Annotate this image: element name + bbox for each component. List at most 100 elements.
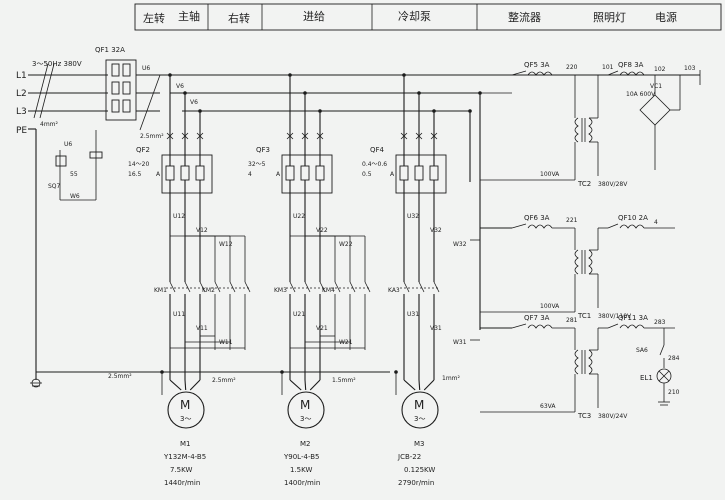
wire-v31: V31 <box>430 325 442 332</box>
wire-u12: U12 <box>173 213 185 220</box>
supply-wire-size: 4mm² <box>40 121 59 128</box>
tc-3-id: TC3 <box>577 412 591 420</box>
qf1-out-wire-size: 2.5mm² <box>140 133 164 140</box>
motor-m3-letter: M <box>414 398 424 412</box>
wire-w11: W11 <box>219 339 233 346</box>
motor-m2-id: M2 <box>300 440 311 448</box>
qf7-label: QF7 3A <box>524 314 550 322</box>
tc-1-ratio: 380V/28V <box>598 181 628 188</box>
contactor-4: KA3 <box>388 287 400 294</box>
motor-m1-model: Y132M-4-B5 <box>163 453 206 461</box>
header-lighting: 照明灯 <box>593 11 626 24</box>
motor-m2-symbol <box>287 391 325 429</box>
qf8-label: QF8 3A <box>618 61 644 69</box>
sq7-wire-u6: U6 <box>64 141 72 148</box>
lamp-el1: EL1 <box>640 374 653 382</box>
motor-m3-phase: 3～ <box>414 415 425 423</box>
wire-w12: W12 <box>219 241 233 248</box>
m1-pe-wire-size: 2.5mm² <box>212 377 236 384</box>
sq7-node-55: 55 <box>70 171 78 178</box>
header-rectifier: 整流器 <box>508 10 541 24</box>
pe-label: PE <box>16 126 27 136</box>
node-n102: 102 <box>654 66 666 73</box>
contactor-2: KM3 <box>274 287 287 294</box>
wire-w32: W32 <box>453 241 467 248</box>
motor-m1-symbol <box>167 391 205 429</box>
m2-pe-wire-size: 1.5mm² <box>332 377 356 384</box>
wire-u22: U22 <box>293 213 305 220</box>
node-n101: 101 <box>602 64 614 71</box>
qf4-unit: A <box>390 171 395 178</box>
node-284: 284 <box>668 355 680 362</box>
qf10-label: QF10 2A <box>618 214 648 222</box>
node-103: 103 <box>684 65 696 72</box>
qf1-main-breaker: QF1 32A U6 V6 V6 2.5mm² <box>95 46 700 140</box>
motor-m1-speed: 1440r/min <box>164 479 200 487</box>
header-spindle: 主轴 <box>178 9 200 23</box>
wire-w31: W31 <box>453 339 467 346</box>
wire-v6: V6 <box>176 83 184 90</box>
motor-m2-letter: M <box>300 398 310 412</box>
sq7-wire-w6: W6 <box>70 193 80 200</box>
motor-m3-id: M3 <box>414 440 425 448</box>
qf2-label: QF2 <box>136 146 150 154</box>
header-power: 电源 <box>655 10 677 24</box>
qf3-label: QF3 <box>256 146 270 154</box>
header-feed: 进给 <box>303 10 325 23</box>
node-n4: 4 <box>654 219 658 226</box>
tc-2-ratio: 380V/110V <box>598 313 632 320</box>
motor-m2-phase: 3～ <box>300 415 311 423</box>
motor-m2-model: Y90L-4-B5 <box>283 453 319 461</box>
contactor-1: KM2 <box>202 287 215 294</box>
pe-wire-size: 2.5mm² <box>108 373 132 380</box>
motor-branch-3: QF40.4～0.6A0.5U32V32W32KA3U31V31W31M3～M3… <box>362 73 467 487</box>
motor-m3-power: 0.125KW <box>404 466 435 474</box>
line-l2-label: L2 <box>16 89 27 99</box>
qf1-label: QF1 32A <box>95 46 125 54</box>
wire-u21: U21 <box>293 311 305 318</box>
qf4-range: 0.4～0.6 <box>362 161 387 168</box>
qf4-breaker-box <box>395 154 447 194</box>
node-n220: 220 <box>566 64 578 71</box>
motor-m3-speed: 2790r/min <box>398 479 434 487</box>
wire-w21: W21 <box>339 339 353 346</box>
qf3-range: 32～5 <box>248 161 266 168</box>
contactor-0: KM1 <box>154 287 167 294</box>
qf5-label: QF5 3A <box>524 61 550 69</box>
ground-symbol <box>30 372 42 388</box>
motor-m2-power: 1.5KW <box>290 466 312 474</box>
qf6-label: QF6 3A <box>524 214 550 222</box>
wire-w22: W22 <box>339 241 353 248</box>
header-coolant-pump: 冷却泵 <box>398 10 431 23</box>
line-l1-label: L1 <box>16 71 27 81</box>
qf4-label: QF4 <box>370 146 385 154</box>
sq7-label: SQ7 <box>48 183 61 190</box>
qf2-setting: 16.5 <box>128 171 142 178</box>
rectifier-id: VC1 <box>650 83 662 90</box>
supply-spec: 3～50Hz 380V <box>32 60 82 68</box>
wire-u32: U32 <box>407 213 419 220</box>
tc-3-va: 63VA <box>540 403 556 410</box>
qf2-unit: A <box>156 171 161 178</box>
qf3-unit: A <box>276 171 281 178</box>
supply-section: 3～50Hz 380V 4mm² L1 L2 L3 PE 2.5mm² 2.5m… <box>16 60 461 388</box>
qf11-label: QF11 3A <box>618 314 648 322</box>
node-n283: 283 <box>654 319 666 326</box>
line-l3-label: L3 <box>16 107 27 117</box>
qf2-range: 14～20 <box>128 161 149 168</box>
wire-v11: V11 <box>196 325 208 332</box>
node-210: 210 <box>668 389 680 396</box>
tc-1-va: 100VA <box>540 171 560 178</box>
tc-2-id: TC1 <box>577 312 591 320</box>
tc-1-id: TC2 <box>577 180 591 188</box>
rectifier-rating: 10A 600V <box>626 91 656 98</box>
qf3-breaker-box <box>281 154 333 194</box>
m3-pe-wire-size: 1mm² <box>442 375 461 382</box>
qf2-breaker-box <box>161 154 213 194</box>
header-right-rotate: 右转 <box>228 11 250 25</box>
